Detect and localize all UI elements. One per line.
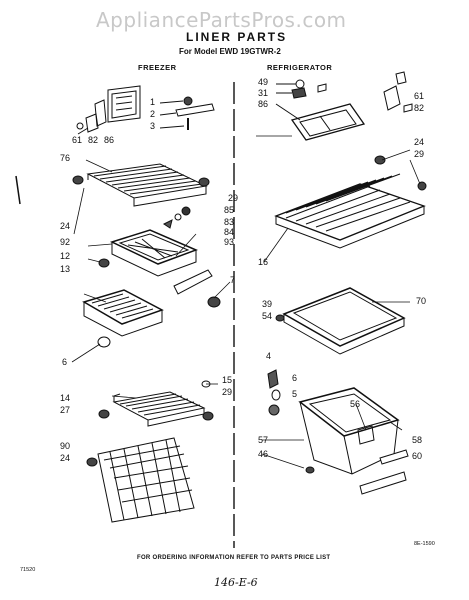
part-label: 70 <box>416 296 427 306</box>
part-label: 86 <box>104 135 115 145</box>
refrigerator-wire-shelf <box>274 155 427 249</box>
part-label: 2 <box>150 109 156 119</box>
freezer-control-assembly <box>76 85 141 135</box>
part-label: 24 <box>60 221 71 231</box>
freezer-small-parts <box>159 96 215 130</box>
refrigerator-lamp-parts <box>267 369 281 416</box>
part-label: 29 <box>228 193 239 203</box>
model-caption: For Model EWD 19GTWR-2 <box>179 47 281 56</box>
freezer-lower-wire-shelf <box>98 380 214 427</box>
refrigerator-crisper-pan <box>298 387 400 475</box>
drawing-number: 8E-1590 <box>414 541 435 547</box>
part-label: 92 <box>60 237 71 247</box>
part-label: 82 <box>414 103 425 113</box>
part-label: 39 <box>262 299 273 309</box>
part-label: 60 <box>412 451 423 461</box>
refrigerator-control-assembly <box>275 71 413 141</box>
part-label: 5 <box>292 389 298 399</box>
part-label: 90 <box>60 441 71 451</box>
part-label: 1 <box>150 97 156 107</box>
refrigerator-crisper-cover <box>275 287 406 355</box>
handwritten-note: 146-E-6 <box>214 576 258 589</box>
freezer-ice-tray-holder <box>98 229 221 308</box>
part-label: 82 <box>88 135 99 145</box>
part-label: 83 <box>224 217 235 227</box>
part-label: 12 <box>60 251 71 261</box>
section-freezer-heading: FREEZER <box>138 63 177 72</box>
freezer-bolts <box>163 206 191 229</box>
part-label: 4 <box>266 351 272 361</box>
freezer-wire-basket <box>86 437 195 523</box>
part-label: 93 <box>224 237 235 247</box>
refrigerator-crisper-rails <box>359 449 409 495</box>
part-label: 86 <box>258 99 269 109</box>
part-label: 56 <box>350 399 361 409</box>
ordering-note: FOR ORDERING INFORMATION REFER TO PARTS … <box>137 555 331 561</box>
part-label: 84 <box>224 227 235 237</box>
diagram-title: LINER PARTS <box>186 30 288 44</box>
part-label: 85 <box>224 205 235 215</box>
part-label: 27 <box>60 405 71 415</box>
margin-mark <box>15 175 21 205</box>
part-label: 6 <box>292 373 298 383</box>
refrigerator-light-parts <box>276 79 327 99</box>
part-label: 6 <box>62 357 68 367</box>
part-label: 3 <box>150 121 156 131</box>
part-label: 7 <box>230 275 236 285</box>
part-label: 58 <box>412 435 423 445</box>
part-label: 54 <box>262 311 273 321</box>
leader-lines <box>71 135 421 469</box>
part-label: 61 <box>414 91 425 101</box>
part-label: 61 <box>72 135 83 145</box>
part-label: 16 <box>258 257 269 267</box>
watermark: AppliancePartsPros.com <box>96 8 347 32</box>
part-label: 29 <box>414 149 425 159</box>
part-label: 15 <box>222 375 233 385</box>
part-label: 29 <box>222 387 233 397</box>
part-label: 31 <box>258 88 269 98</box>
section-refrigerator-heading: REFRIGERATOR <box>267 63 333 72</box>
part-label: 13 <box>60 264 71 274</box>
freezer-ice-cube-tray <box>82 289 164 348</box>
part-label: 46 <box>258 449 269 459</box>
part-label: 24 <box>414 137 425 147</box>
part-label: 24 <box>60 453 71 463</box>
freezer-upper-wire-shelf <box>72 163 210 207</box>
part-label: 49 <box>258 77 269 87</box>
part-label: 57 <box>258 435 269 445</box>
print-code: 71520 <box>20 567 36 573</box>
part-label: 76 <box>60 153 71 163</box>
part-label: 14 <box>60 393 71 403</box>
